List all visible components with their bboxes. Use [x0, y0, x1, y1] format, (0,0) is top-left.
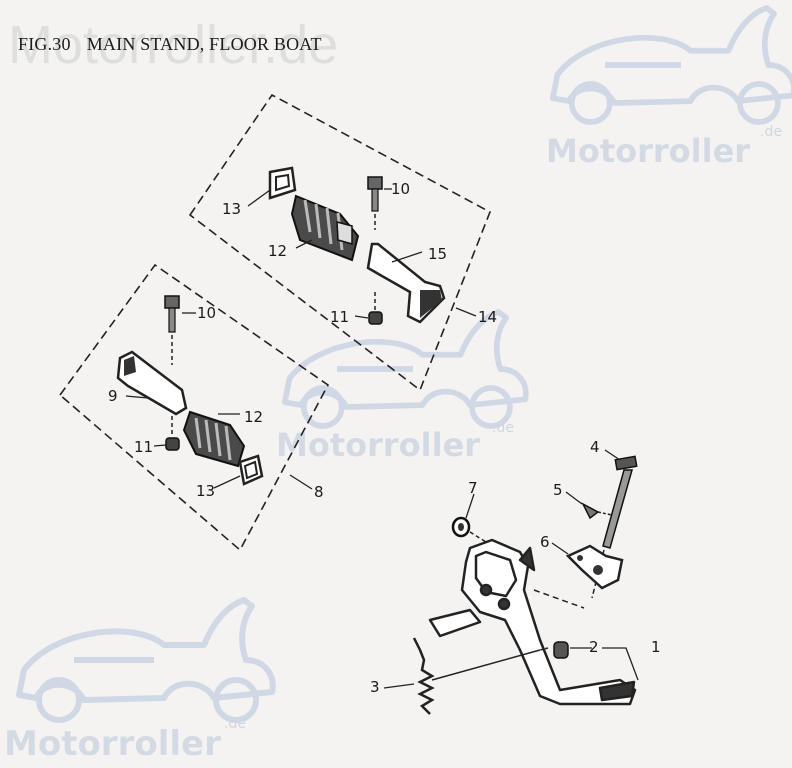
floorboard-left-outline: [58, 263, 330, 552]
watermark-tld: .de: [760, 124, 782, 140]
callout-2: 2: [589, 638, 599, 656]
end-cap-part-13: [268, 166, 297, 200]
rubber-grip-part-12: [182, 410, 246, 468]
callout-13: 13: [222, 200, 241, 218]
callout-7: 7: [468, 479, 478, 497]
callout-14: 14: [478, 308, 497, 326]
footrest-arm-part-15: [366, 242, 446, 324]
callout-6: 6: [540, 533, 550, 551]
rubber-grip-part-12: [290, 194, 360, 262]
nut-part-11: [368, 292, 383, 325]
callout-10: 10: [391, 180, 410, 198]
leader-lines: [125, 188, 639, 689]
callout-11: 11: [330, 308, 349, 326]
callout-9: 9: [108, 387, 118, 405]
callout-10: 10: [197, 304, 216, 322]
callout-4: 4: [590, 438, 600, 456]
figure-number: FIG.30: [18, 34, 71, 54]
callout-12: 12: [268, 242, 287, 260]
figure-caption: MAIN STAND, FLOOR BOAT: [86, 34, 322, 54]
spring-part-3: [412, 637, 541, 715]
callout-12: 12: [244, 408, 263, 426]
callout-8: 8: [314, 483, 324, 501]
floorboard-right-outline: [188, 93, 492, 392]
watermark-brand: Motorroller: [4, 724, 221, 764]
figure-title: FIG.30 MAIN STAND, FLOOR BOAT: [18, 34, 322, 55]
nut-part-11: [165, 416, 180, 451]
bolt-part-10: [164, 295, 180, 365]
cotter-pin-part-5: [581, 502, 613, 520]
scooter-watermark-icon: [285, 312, 526, 426]
main-stand-frame: [428, 538, 637, 706]
pivot-bolt-part-4: [591, 455, 638, 599]
watermark-brand: Motorroller: [276, 426, 481, 464]
stopper-part-2: [539, 641, 569, 659]
scooter-watermark-icon: [553, 8, 792, 122]
callout-15: 15: [428, 245, 447, 263]
end-cap-part-13: [238, 454, 264, 486]
header-watermark: Motorroller.de: [8, 15, 339, 75]
scooter-watermark-icon: [19, 600, 273, 720]
washer-part-7: [451, 516, 487, 543]
footrest-arm-part-9: [116, 350, 188, 416]
watermark-brand: Motorroller: [546, 132, 751, 170]
callout-1: 1: [651, 638, 661, 656]
callout-11: 11: [134, 438, 153, 456]
bracket-part-6: [565, 544, 624, 590]
bolt-part-10: [367, 176, 383, 230]
callout-5: 5: [553, 481, 563, 499]
callout-13: 13: [196, 482, 215, 500]
callout-3: 3: [370, 678, 380, 696]
